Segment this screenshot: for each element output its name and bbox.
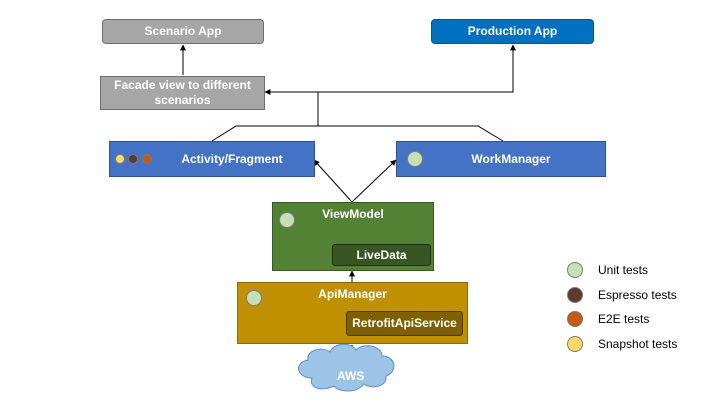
facade-box: Facade view to different scenarios <box>100 76 265 110</box>
work-manager-box: WorkManager <box>396 141 606 177</box>
legend-snapshot-tests-label: Snapshot tests <box>598 337 678 351</box>
legend-unit-tests-swatch <box>567 262 583 278</box>
retrofit-api-service-label: RetrofitApiService <box>352 316 457 330</box>
legend-e2e-tests-label: E2E tests <box>598 312 650 326</box>
production-app-label: Production App <box>467 24 558 38</box>
legend-unit-tests-label: Unit tests <box>598 263 649 277</box>
api-manager-label: ApiManager <box>318 287 387 301</box>
arrow-viewmodel-to-workmanager <box>351 159 397 203</box>
facade-label: Facade view to different scenarios <box>114 78 251 107</box>
legend-espresso-tests-label: Espresso tests <box>598 288 677 302</box>
work-manager-label: WorkManager <box>471 151 551 166</box>
activity-fragment-label: Activity/Fragment <box>181 151 283 166</box>
work-manager-unit-test-dot <box>407 151 423 167</box>
arrow-bridge-to-facade <box>264 89 319 126</box>
live-data-label: LiveData <box>356 247 407 262</box>
live-data-box: LiveData <box>332 244 431 266</box>
e2e-test-dot <box>142 154 152 164</box>
legend-e2e-tests-swatch <box>567 311 583 327</box>
snapshot-test-dot <box>115 154 125 164</box>
aws-cloud-shape <box>298 343 395 392</box>
retrofit-api-service-box: RetrofitApiService <box>346 311 463 336</box>
aws-label: AWS <box>337 369 365 383</box>
bridge-line <box>211 125 504 142</box>
arrow-viewmodel-to-activity <box>313 159 353 203</box>
scenario-app-label: Scenario App <box>144 24 222 38</box>
arrow-bridge-to-production <box>318 44 516 93</box>
espresso-test-dot <box>128 154 138 164</box>
production-app-box: Production App <box>431 19 594 44</box>
view-model-unit-test-dot <box>279 212 295 228</box>
view-model-label: ViewModel <box>322 207 384 221</box>
legend-snapshot-tests-swatch <box>567 336 583 352</box>
scenario-app-box: Scenario App <box>102 19 264 44</box>
api-manager-unit-test-dot <box>246 290 262 306</box>
legend-espresso-tests-swatch <box>567 287 583 303</box>
activity-fragment-box: Activity/Fragment <box>109 141 315 177</box>
